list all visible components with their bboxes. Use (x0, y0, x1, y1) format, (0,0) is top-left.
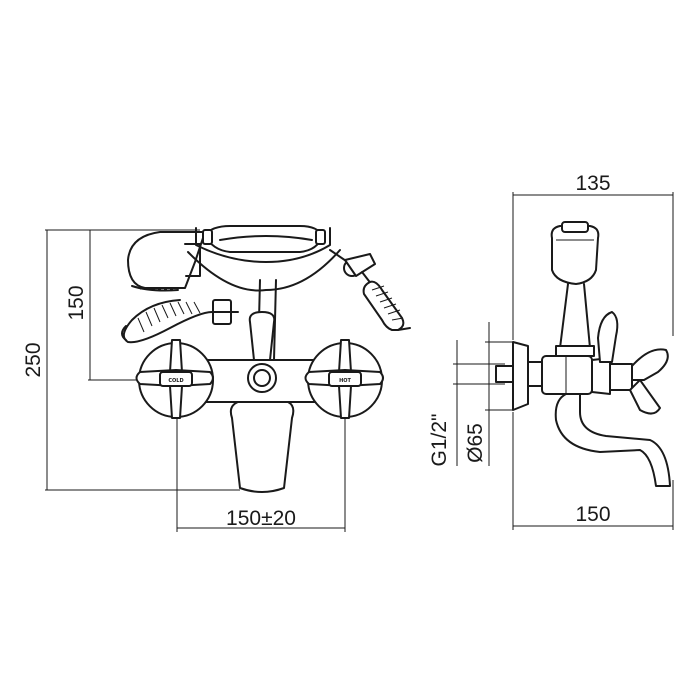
dim-depth-bottom: 150 (512, 412, 674, 530)
dim-depth-top-label: 135 (575, 172, 610, 195)
dim-total-height-label: 250 (22, 342, 45, 377)
dim-rosette-diameter-label: Ø65 (464, 423, 487, 463)
coiled-hose (121, 299, 239, 344)
dim-center-distance: 150±20 (176, 395, 346, 532)
dim-center-distance-label: 150±20 (226, 507, 296, 530)
dim-depth-bottom-label: 150 (575, 503, 610, 526)
hand-shower-head (127, 231, 206, 292)
dim-total-height: 250 (22, 229, 240, 491)
dim-thread: G1/2" (428, 340, 505, 466)
side-spout (554, 393, 671, 487)
side-column (555, 283, 595, 357)
faucet-stem (248, 279, 277, 361)
handle-hot-label: HOT (339, 378, 351, 384)
faucet-spout (229, 401, 295, 493)
dim-rosette-diameter: Ø65 (464, 322, 513, 466)
side-cradle (550, 221, 600, 285)
side-handle (597, 311, 669, 415)
handle-cold: COLD (135, 339, 214, 419)
side-view: 135 150 G1/2" Ø65 (428, 172, 674, 530)
side-body (541, 355, 633, 395)
front-view: 250 150 150±20 (22, 225, 411, 532)
handle-hot: HOT (304, 339, 384, 419)
handle-cold-label: COLD (168, 378, 183, 384)
hose-connector (329, 249, 411, 331)
dim-depth-top: 135 (512, 172, 674, 340)
dim-thread-label: G1/2" (428, 414, 451, 467)
side-wall-rosette (495, 341, 543, 411)
shower-cradle (187, 225, 341, 292)
dim-upper-height-label: 150 (65, 285, 88, 320)
